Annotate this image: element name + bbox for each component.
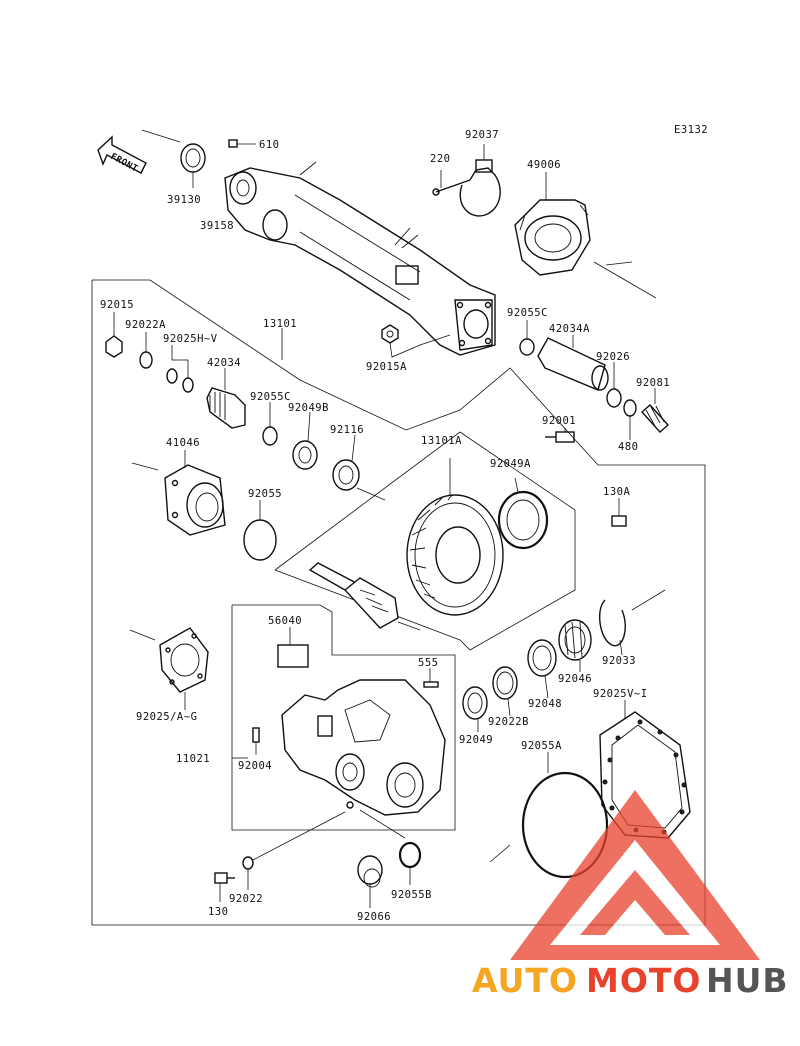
label-130A: 130A xyxy=(603,486,630,498)
label-13101: 13101 xyxy=(263,318,297,330)
watermark-text: AUTO MOTO HUB xyxy=(472,961,789,1000)
flange-41046 xyxy=(131,450,226,536)
circlip-480 xyxy=(623,399,637,417)
label-92026: 92026 xyxy=(596,351,630,363)
label-92046: 92046 xyxy=(558,673,592,685)
pinion-gear xyxy=(308,562,421,631)
plug-92066 xyxy=(357,855,383,908)
label-92015: 92015 xyxy=(100,299,134,311)
label-92033: 92033 xyxy=(602,655,636,667)
label-92081: 92081 xyxy=(636,377,670,389)
oring-92055C xyxy=(262,426,278,446)
oring-92055B xyxy=(398,841,422,869)
label-92055: 92055 xyxy=(248,488,282,500)
seal-39130 xyxy=(180,143,206,173)
label-39130: 39130 xyxy=(167,194,201,206)
seal-92049B xyxy=(292,440,318,470)
stud-92004 xyxy=(252,727,260,743)
sleeve-42034A xyxy=(537,335,609,391)
label-42034: 42034 xyxy=(207,357,241,369)
label-92025AG: 92025/A~G xyxy=(136,711,197,723)
bolt-130 xyxy=(214,872,235,902)
assembly-outline xyxy=(91,279,706,926)
label-11021: 11021 xyxy=(176,753,210,765)
label-92066: 92066 xyxy=(357,911,391,923)
gasket-92025AG xyxy=(129,627,209,710)
front-arrow-icon: FRONT xyxy=(97,135,147,175)
shaft-42034 xyxy=(206,368,246,429)
race-92048 xyxy=(527,639,557,677)
label-92049B: 92049B xyxy=(288,402,329,414)
washer-92022A xyxy=(139,351,153,369)
nut-92015A xyxy=(381,324,399,344)
oring-92055A xyxy=(521,771,609,879)
label-13101A: 13101A xyxy=(421,435,462,447)
label-56040 xyxy=(277,644,309,668)
label-92022: 92022 xyxy=(229,893,263,905)
label-220: 220 xyxy=(430,153,450,165)
label-92022B: 92022B xyxy=(488,716,529,728)
washer-92022 xyxy=(242,856,254,870)
label-555: 555 xyxy=(418,657,438,669)
pin-555 xyxy=(423,681,439,688)
oring-92055C-top xyxy=(519,338,535,356)
watermark-logo xyxy=(510,790,760,960)
bolt-92001 xyxy=(545,428,575,443)
watermark-hub: HUB xyxy=(706,961,789,1000)
label-92022A: 92022A xyxy=(125,319,166,331)
bearing-92046 xyxy=(558,619,592,672)
seal-92049A xyxy=(497,490,549,550)
washer-92022B xyxy=(492,666,518,700)
label-92055A: 92055A xyxy=(521,740,562,752)
label-42034A: 42034A xyxy=(549,323,590,335)
gasket-92025VI xyxy=(599,700,691,839)
label-92049A: 92049A xyxy=(490,458,531,470)
label-92048: 92048 xyxy=(528,698,562,710)
clamp-92037 xyxy=(432,144,501,217)
label-39158: 39158 xyxy=(200,220,234,232)
label-130: 130 xyxy=(208,906,228,918)
watermark-moto: MOTO xyxy=(586,961,701,1000)
label-92055B: 92055B xyxy=(391,889,432,901)
label-92049: 92049 xyxy=(459,734,493,746)
drive-shaft-housing xyxy=(141,129,496,356)
oring-92055 xyxy=(243,519,277,561)
label-92055C: 92055C xyxy=(250,391,291,403)
spring-92081 xyxy=(641,388,669,433)
pin-610 xyxy=(228,139,238,148)
circlip-92033 xyxy=(598,599,626,647)
label-92004: 92004 xyxy=(238,760,272,772)
gear-set-outline xyxy=(274,431,576,651)
washer-92026 xyxy=(606,388,622,408)
label-480: 480 xyxy=(618,441,638,453)
label-41046: 41046 xyxy=(166,437,200,449)
case-outline xyxy=(231,604,456,831)
label-49006: 49006 xyxy=(527,159,561,171)
label-92055C-top: 92055C xyxy=(507,307,548,319)
flange-49006 xyxy=(514,172,657,299)
label-92001: 92001 xyxy=(542,415,576,427)
label-92025HV: 92025H~V xyxy=(163,333,218,345)
label-92116: 92116 xyxy=(330,424,364,436)
label-92015A: 92015A xyxy=(366,361,407,373)
diagram-code: E3132 xyxy=(674,124,708,136)
label-92037: 92037 xyxy=(465,129,499,141)
label-56040: 56040 xyxy=(268,615,302,627)
label-92025VI: 92025V~I xyxy=(593,688,648,700)
ring-gear-13101A xyxy=(406,458,504,616)
label-610: 610 xyxy=(259,139,279,151)
bolt-130A xyxy=(611,498,627,527)
bearing-92116 xyxy=(332,459,360,491)
watermark-auto: AUTO xyxy=(472,961,578,1000)
seal-92049 xyxy=(462,686,488,720)
case-11021 xyxy=(232,679,446,816)
nut-92015 xyxy=(105,335,123,358)
